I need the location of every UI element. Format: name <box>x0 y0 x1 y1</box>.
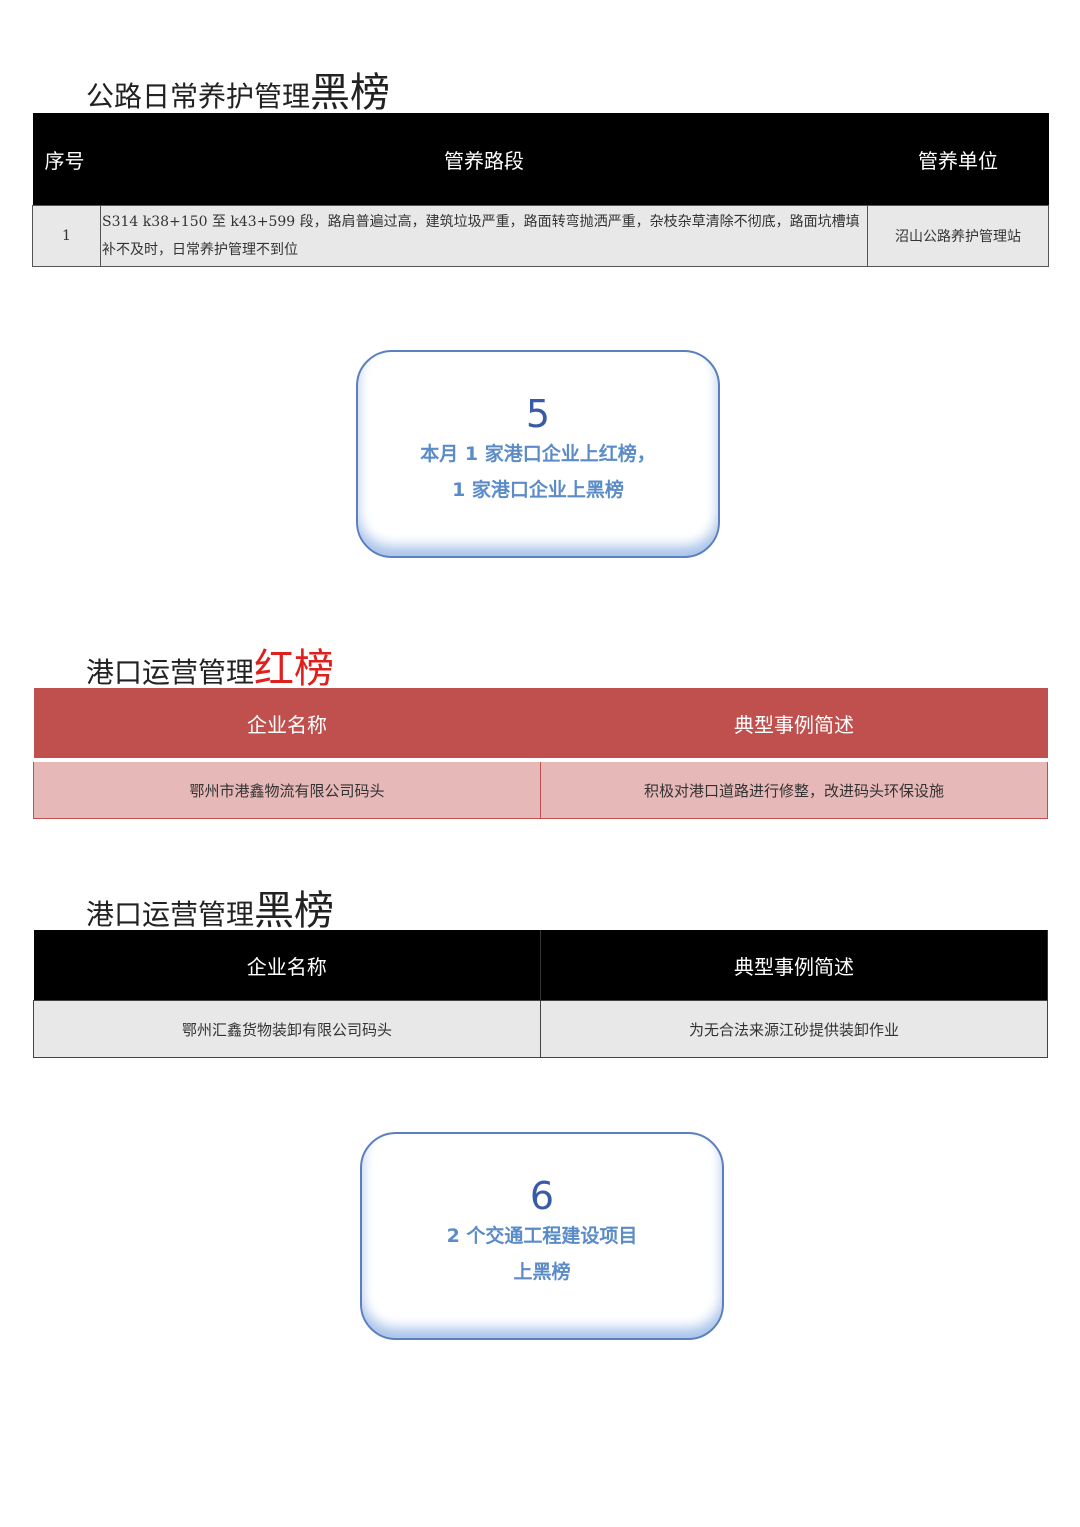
header-cell: 企业名称 <box>33 930 541 1001</box>
card-number: 6 <box>529 1174 555 1218</box>
card-line: 上黑榜 <box>513 1261 571 1283</box>
row-section: S314 k38+150 至 k43+599 段，路肩普遍过高，建筑垃圾严重，路… <box>100 205 868 267</box>
title-text: 港口运营管理 <box>86 656 255 689</box>
row-number: 1 <box>32 205 101 267</box>
card-number: 5 <box>525 392 551 436</box>
row-unit: 沼山公路养护管理站 <box>867 205 1049 267</box>
row-desc: 积极对港口道路进行修整，改进码头环保设施 <box>540 759 1048 819</box>
summary-card-projects: 6 2 个交通工程建设项目 上黑榜 <box>360 1132 724 1340</box>
card-line: 本月 1 家港口企业上红榜， <box>420 443 656 465</box>
header-cell: 序号 <box>32 113 101 206</box>
card-line: 2 个交通工程建设项目 <box>446 1225 638 1247</box>
title-emphasis: 红榜 <box>254 646 335 692</box>
table-header: 序号管养路段管养单位 <box>32 113 1049 206</box>
table-header: 企业名称典型事例简述 <box>33 930 1048 1001</box>
row-name: 鄂州市港鑫物流有限公司码头 <box>33 759 541 819</box>
title-emphasis: 黑榜 <box>254 888 335 934</box>
table-header: 企业名称典型事例简述 <box>33 688 1048 762</box>
port-redlist-table: 企业名称典型事例简述 鄂州市港鑫物流有限公司码头积极对港口道路进行修整，改进码头… <box>33 688 1048 819</box>
header-cell: 管养单位 <box>867 113 1049 206</box>
title-emphasis: 黑榜 <box>310 70 391 116</box>
title-text: 公路日常养护管理 <box>86 80 311 113</box>
port-blacklist-table: 企业名称典型事例简述 鄂州汇鑫货物装卸有限公司码头为无合法来源江砂提供装卸作业 <box>33 930 1048 1058</box>
summary-card-port: 5 本月 1 家港口企业上红榜， 1 家港口企业上黑榜 <box>356 350 720 558</box>
header-cell: 典型事例简述 <box>540 930 1048 1001</box>
road-blacklist-title: 公路日常养护管理黑榜 <box>86 60 390 118</box>
port-blacklist-title: 港口运营管理黑榜 <box>86 878 334 936</box>
port-redlist-title: 港口运营管理红榜 <box>86 636 334 694</box>
header-cell: 企业名称 <box>33 688 541 762</box>
header-cell: 典型事例简述 <box>540 688 1048 762</box>
row-desc: 为无合法来源江砂提供装卸作业 <box>540 1000 1048 1058</box>
table-row: 鄂州汇鑫货物装卸有限公司码头为无合法来源江砂提供装卸作业 <box>33 1000 1048 1058</box>
title-text: 港口运营管理 <box>86 898 255 931</box>
card-line: 1 家港口企业上黑榜 <box>452 479 624 501</box>
table-row: 鄂州市港鑫物流有限公司码头积极对港口道路进行修整，改进码头环保设施 <box>33 759 1048 819</box>
header-cell: 管养路段 <box>100 113 868 206</box>
row-name: 鄂州汇鑫货物装卸有限公司码头 <box>33 1000 541 1058</box>
